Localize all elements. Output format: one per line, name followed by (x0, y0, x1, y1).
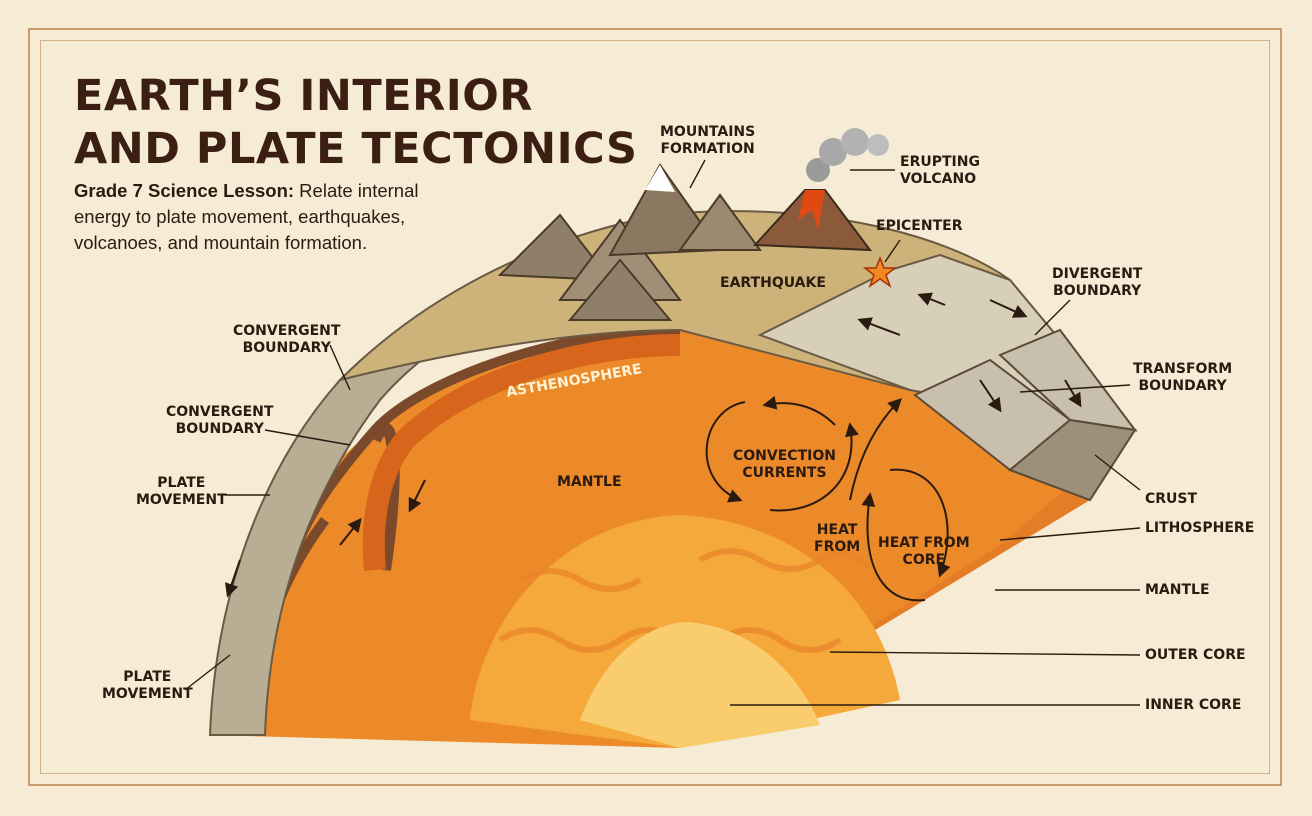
label-line: TRANSFORM (1133, 361, 1233, 377)
label-erupting-volcano: ERUPTING VOLCANO (900, 154, 980, 188)
label-leader-lines (184, 159, 1141, 706)
label-plate-movement-lower: PLATE MOVEMENT (102, 669, 193, 703)
label-line: INNER CORE (1145, 697, 1242, 713)
label-crust: CRUST (1145, 491, 1197, 508)
label-line: CONVERGENT (233, 323, 341, 339)
label-line: DIVERGENT (1052, 266, 1143, 282)
label-line: HEAT (816, 522, 858, 538)
asthenosphere-band (362, 334, 681, 572)
label-mountains-formation: MOUNTAINS FORMATION (660, 124, 755, 158)
label-line: BOUNDARY (175, 421, 264, 437)
label-outer-core: OUTER CORE (1145, 647, 1246, 664)
label-earthquake: EARTHQUAKE (720, 275, 826, 292)
label-inner-core: INNER CORE (1145, 697, 1241, 714)
label-line: MANTLE (1145, 582, 1210, 598)
label-line: BOUNDARY (242, 340, 331, 356)
label-line: MOUNTAINS (660, 124, 756, 140)
smoke-cloud-icon (806, 128, 889, 182)
inner-frame (40, 40, 1270, 774)
plate-motion-arrows (225, 292, 1082, 598)
label-line: MANTLE (557, 474, 622, 490)
label-line: OUTER CORE (1145, 647, 1246, 663)
plate-blocks (913, 328, 1138, 502)
label-divergent-boundary: DIVERGENT BOUNDARY (1052, 266, 1142, 300)
label-mantle-inner: MANTLE (557, 474, 622, 491)
star-icon (862, 255, 898, 288)
label-line: LITHOSPHERE (1145, 520, 1255, 536)
label-line: CURRENTS (742, 465, 827, 481)
label-line: MOVEMENT (136, 492, 227, 508)
mountains (497, 163, 762, 321)
label-line: EPICENTER (876, 218, 963, 234)
inner-core-layer (580, 622, 820, 748)
label-plate-movement-upper: PLATE MOVEMENT (136, 475, 227, 509)
label-line: CONVERGENT (166, 404, 274, 420)
label-line: CONVECTION (733, 448, 836, 464)
label-line: HEAT FROM (878, 535, 970, 551)
label-line: VOLCANO (900, 171, 977, 187)
label-line: PLATE (157, 475, 206, 491)
title-line-1: EARTH’S INTERIOR (74, 71, 533, 121)
label-line: FORMATION (660, 141, 755, 157)
label-line: CRUST (1145, 491, 1198, 507)
label-line: PLATE (123, 669, 172, 685)
frame-corner (1260, 764, 1282, 786)
label-convergent-boundary-upper: CONVERGENT BOUNDARY (233, 323, 340, 357)
volcano (752, 128, 889, 252)
label-lithosphere: LITHOSPHERE (1145, 520, 1254, 537)
label-convection-currents: CONVECTION CURRENTS (733, 448, 836, 482)
label-line: CORE (902, 552, 946, 568)
label-line: MOVEMENT (102, 686, 193, 702)
outer-frame (28, 28, 1282, 786)
lesson-text: Relate internal energy to plate movement… (74, 180, 419, 253)
frame-corner (28, 28, 50, 50)
label-line: BOUNDARY (1138, 378, 1227, 394)
title-line-2: AND PLATE TECTONICS (74, 124, 638, 174)
page-title: EARTH’S INTERIOR AND PLATE TECTONICS (74, 70, 637, 176)
label-epicenter: EPICENTER (876, 218, 962, 235)
label-convergent-boundary-lower: CONVERGENT BOUNDARY (166, 404, 273, 438)
label-line: EARTHQUAKE (720, 275, 826, 291)
convection-current-loops (705, 395, 951, 602)
label-heat-from-core: HEAT FROM CORE (878, 535, 970, 569)
frame-corner (1260, 28, 1282, 50)
label-heat-from: HEAT FROM (814, 522, 860, 556)
label-line: FROM (814, 539, 861, 555)
label-mantle: MANTLE (1145, 582, 1210, 599)
label-transform-boundary: TRANSFORM BOUNDARY (1133, 361, 1232, 395)
label-line: ERUPTING (900, 154, 980, 170)
label-line: BOUNDARY (1053, 283, 1142, 299)
lesson-description: Grade 7 Science Lesson: Relate internal … (74, 178, 464, 256)
frame-corner (28, 764, 50, 786)
lesson-lead: Grade 7 Science Lesson: (74, 180, 295, 201)
